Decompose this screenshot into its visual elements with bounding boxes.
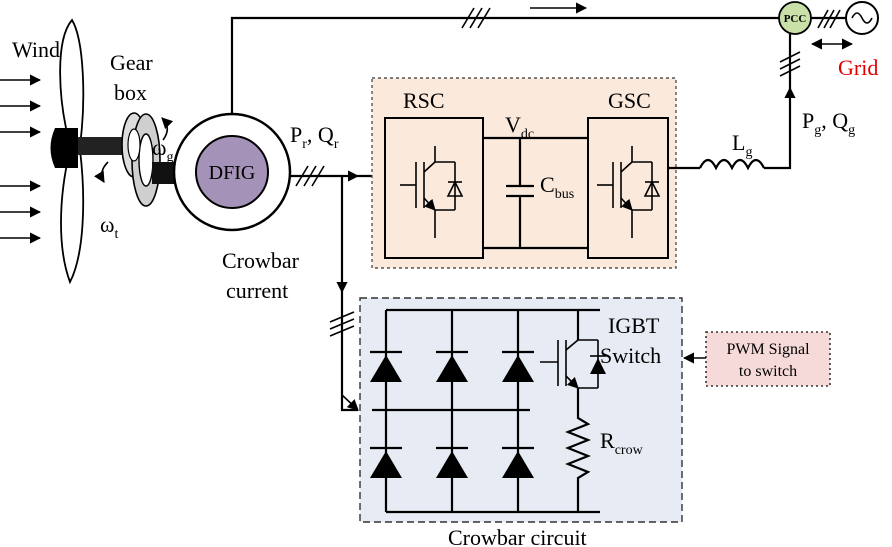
cbus-label: Cbus xyxy=(540,172,574,202)
three-phase-marker xyxy=(329,311,355,337)
pr-qr-label: Pr, Qr xyxy=(290,122,339,152)
gsc-igbt-icon xyxy=(597,146,661,238)
crowbar-resistor-icon xyxy=(565,412,591,512)
gearbox-label-line2: box xyxy=(114,80,147,105)
three-phase-marker xyxy=(779,51,801,77)
rsc-label: RSC xyxy=(403,88,445,113)
lg-label: Lg xyxy=(732,130,752,160)
pg-qg-label: Pg, Qg xyxy=(802,108,855,138)
ac-wave-icon xyxy=(851,12,873,24)
rcrow-label: Rcrow xyxy=(600,428,644,458)
dfig-label: DFIG xyxy=(209,162,256,184)
low-speed-shaft xyxy=(78,137,123,155)
three-phase-marker xyxy=(461,7,491,29)
grid-inductor-icon xyxy=(699,158,765,171)
wind-label: Wind xyxy=(12,37,60,62)
crowbar-current-label-line1: Crowbar xyxy=(222,248,300,273)
diode-icon xyxy=(436,446,468,478)
diode-icon xyxy=(370,350,402,382)
dfig-rotor-icon xyxy=(195,135,269,209)
rotation-arrow-icon xyxy=(161,117,174,141)
diode-icon xyxy=(502,446,534,478)
high-speed-shaft xyxy=(152,162,174,184)
rotation-arrow-icon xyxy=(94,161,109,183)
crowbar-circuit-label: Crowbar circuit xyxy=(448,525,587,547)
igbt-label-line1: IGBT xyxy=(608,313,660,338)
omega-t-label: ωt xyxy=(100,212,118,242)
pcc-label: PCC xyxy=(784,13,807,25)
gsc-grid-line xyxy=(764,34,792,170)
three-phase-marker xyxy=(295,165,325,187)
pwm-signal-box xyxy=(705,331,831,387)
turbine-hub-icon xyxy=(50,128,78,168)
gsc-label: GSC xyxy=(608,88,651,113)
rsc-block xyxy=(384,117,484,259)
dc-capacitor-icon xyxy=(506,138,534,248)
diode-icon xyxy=(436,350,468,382)
igbt-label-line2: Switch xyxy=(600,343,661,368)
crowbar-branch-line xyxy=(340,176,358,412)
rsc-igbt-icon xyxy=(400,146,464,238)
omega-g-label: ωg xyxy=(152,135,173,165)
wind-arrows xyxy=(0,74,42,244)
grid-label: Grid xyxy=(838,55,878,80)
diode-icon xyxy=(502,350,534,382)
stator-line xyxy=(230,16,780,114)
pwm-label-line1: PWM Signal xyxy=(726,341,810,358)
gearbox-label-line1: Gear xyxy=(110,50,153,75)
crowbar-current-label-line2: current xyxy=(226,278,288,303)
pwm-label-line2: to switch xyxy=(739,363,797,380)
turbine-blades-icon xyxy=(59,18,85,285)
three-phase-marker xyxy=(817,9,841,29)
converter-enclosure xyxy=(371,77,677,269)
diode-icon xyxy=(370,446,402,478)
gearbox-icon xyxy=(121,112,161,207)
gsc-block xyxy=(587,117,669,259)
crowbar-igbt-icon xyxy=(540,310,606,389)
crowbar-entry-arrow xyxy=(341,394,359,411)
